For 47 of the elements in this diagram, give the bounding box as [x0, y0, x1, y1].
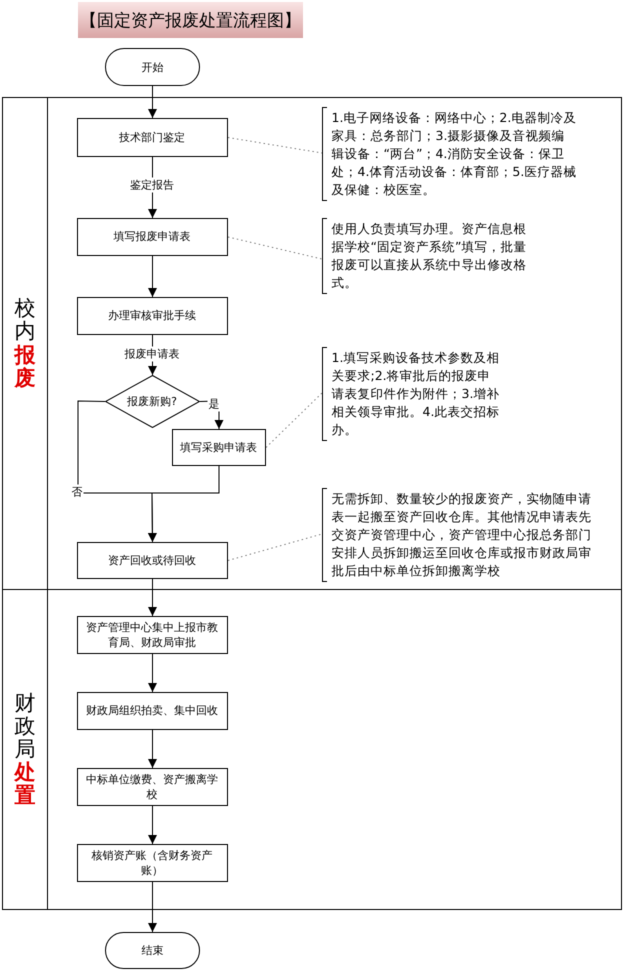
callout-text: 1.填写采购设备技术参数及相关要求;2.将审批后的报废申请表复印件作为附件；3.增补相关领导审批。4.此表交招标办。 — [332, 350, 500, 437]
process-label: 中标单位缴费、资产搬离学校 — [85, 772, 219, 802]
decision-label: 报废新购? — [127, 394, 177, 408]
edge-label: 是 — [208, 396, 220, 412]
swimlane — [2, 97, 622, 590]
leader-line — [228, 236, 322, 260]
arrow — [148, 806, 157, 844]
callout-text: 使用人负责填写办理。资产信息根据学校“固定资产系统”填写，批量报废可以直接从系统中导出修改格式。 — [332, 220, 526, 290]
process-label: 技术部门鉴定 — [119, 130, 185, 144]
process-box — [172, 428, 266, 466]
process-label: 资产管理中心集中上报市教育局、财政局审批 — [85, 620, 219, 650]
arrow — [148, 86, 157, 118]
lane-title: 财政局处置 — [14, 692, 36, 808]
edge-label: 否 — [70, 484, 84, 500]
terminal-label: 开始 — [142, 60, 164, 74]
process-box — [76, 616, 228, 654]
process-label: 办理审核审批手续 — [108, 308, 196, 323]
arrow — [148, 466, 220, 542]
process-label: 资产回收或待回收 — [108, 552, 196, 568]
process-box — [76, 844, 228, 882]
process-box — [76, 542, 228, 578]
process-label: 填写采购申请表 — [180, 440, 257, 454]
callout-text: 无需拆卸、数量较少的报废资产，实物随申请表一起搬至资产回收仓库。其他情况申请表先交资产资管理中心，资产管理中心报总务部门安排人员拆卸搬运至回收仓库或报市财政局审批后由中标单位拆卸搬离学校 — [332, 490, 592, 578]
leader-line — [266, 392, 322, 448]
terminal-label: 结束 — [142, 943, 164, 958]
arrow — [200, 400, 224, 430]
process-box — [76, 692, 228, 730]
lane-title: 校内报废 — [14, 297, 36, 390]
process-box — [76, 218, 228, 256]
arrow — [148, 578, 157, 616]
arrow — [148, 730, 157, 768]
callout-text: 1.电子网络设备：网络中心；2.电器制冷及家具：总务部门；3.摄影摄像及音视频编辑设备：“两台”；4.消防安全设备：保卫处；4.体育活动设备：体育部；5.医疗器械及保健：校医室。 — [332, 110, 576, 197]
process-box — [76, 118, 228, 156]
edge-label: 鉴定报告 — [129, 178, 175, 192]
leader-line — [228, 137, 322, 154]
process-label: 填写报废申请表 — [114, 229, 190, 244]
process-label: 财政局组织拍卖、集中回收 — [86, 703, 218, 718]
edge-label: 报废申请表 — [124, 346, 180, 362]
arrow — [148, 256, 157, 298]
swimlane — [2, 589, 622, 910]
process-label: 核销资产账（含财务资产账） — [90, 848, 214, 878]
arrow — [148, 882, 157, 932]
leader-line — [228, 534, 322, 561]
process-box — [76, 296, 228, 334]
arrow — [148, 654, 157, 692]
process-box — [76, 768, 228, 806]
title-banner: 【固定资产报废处置流程图】 — [78, 2, 303, 38]
